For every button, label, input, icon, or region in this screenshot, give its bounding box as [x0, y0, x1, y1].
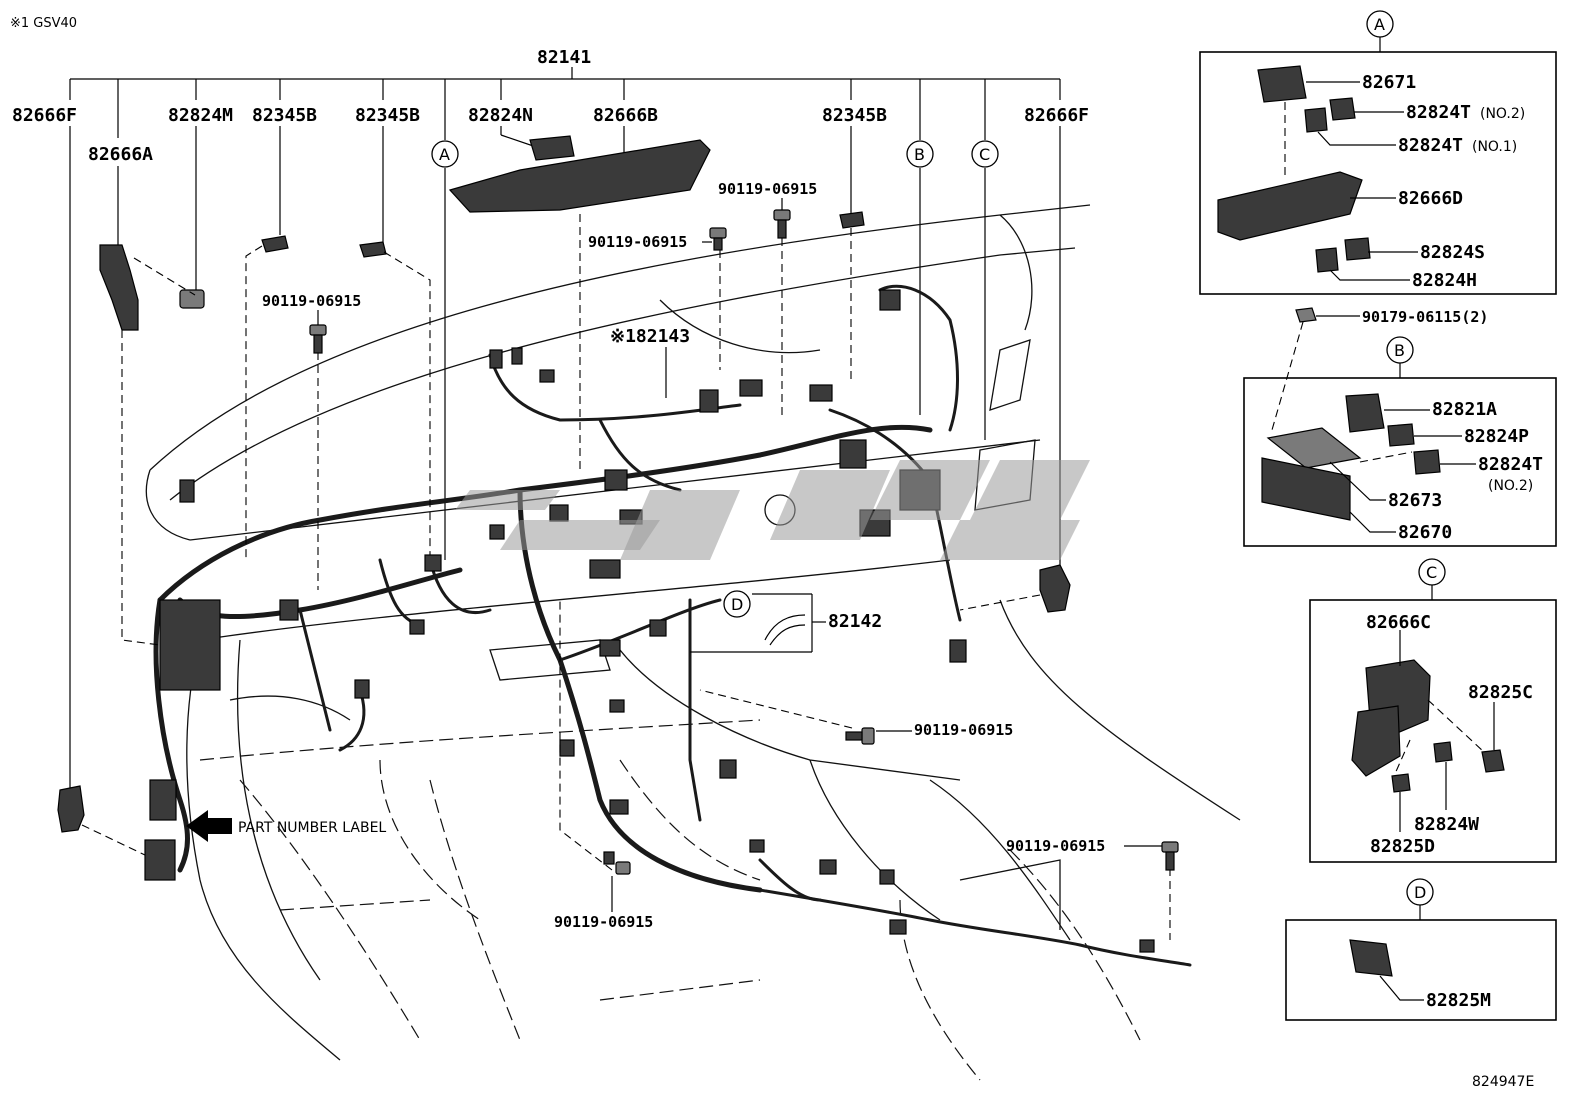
svg-text:D: D — [731, 595, 743, 614]
leader-82142 — [690, 593, 826, 653]
vehicle-body-outline — [145, 204, 1241, 1081]
detail-C-82824W[interactable]: 82824W — [1414, 814, 1479, 835]
bolt-icon-4[interactable] — [845, 727, 875, 745]
callout-C-main[interactable]: C — [971, 140, 999, 168]
label-82824N[interactable]: 82824N — [468, 105, 533, 126]
detail-callout-A[interactable]: A — [1366, 10, 1394, 52]
wire-harness[interactable] — [144, 284, 1192, 967]
detail-B-82673[interactable]: 82673 — [1388, 490, 1442, 511]
part-82666F-left[interactable] — [57, 785, 85, 833]
part-82666A-bracket[interactable] — [99, 244, 139, 331]
detail-D-parts[interactable] — [1349, 939, 1424, 1001]
part-82345B-clip-1[interactable] — [261, 235, 289, 253]
label-82666A[interactable]: 82666A — [88, 144, 153, 165]
detail-A-82824S[interactable]: 82824S — [1420, 242, 1485, 263]
bolt-icon-1[interactable] — [709, 227, 727, 251]
detail-callout-D[interactable]: D — [1406, 878, 1434, 920]
svg-text:D: D — [1414, 883, 1426, 902]
bolt-label-3[interactable]: 90119-06915 — [262, 292, 361, 310]
detail-D-82825M[interactable]: 82825M — [1426, 990, 1491, 1011]
detail-A-82824T-no1-note: (NO.1) — [1472, 139, 1517, 155]
bolt-label-1[interactable]: 90119-06915 — [718, 180, 817, 198]
detail-B-82824T[interactable]: 82824T — [1478, 454, 1543, 475]
clip-dash — [1271, 321, 1304, 431]
svg-text:B: B — [1394, 341, 1405, 360]
watermark-logo — [455, 460, 1090, 560]
label-82143[interactable]: ※182143 — [610, 326, 690, 347]
detail-A-82824H[interactable]: 82824H — [1412, 270, 1477, 291]
label-82666F-right[interactable]: 82666F — [1024, 105, 1089, 126]
detail-box-C — [1309, 599, 1557, 863]
main-harness-label[interactable]: 82141 — [537, 47, 591, 68]
part-number-label-arrow-icon — [186, 810, 232, 842]
detail-A-82824T-no2-note: (NO.2) — [1480, 106, 1525, 122]
label-82345B-3[interactable]: 82345B — [822, 105, 887, 126]
detail-C-leaders — [1399, 630, 1495, 832]
label-82142[interactable]: 82142 — [828, 611, 882, 632]
detail-B-82824T-note: (NO.2) — [1488, 478, 1533, 494]
label-82345B-2[interactable]: 82345B — [355, 105, 420, 126]
detail-A-leaders — [1306, 81, 1418, 281]
main-bracket — [69, 67, 1061, 140]
detail-C-parts[interactable] — [1351, 659, 1505, 793]
header-note: ※1 GSV40 — [10, 16, 77, 31]
callout-A-main[interactable]: A — [431, 140, 459, 168]
bolt-icon-5[interactable] — [603, 851, 631, 875]
svg-text:C: C — [979, 145, 990, 164]
clip-label[interactable]: 90179-06115(2) — [1362, 308, 1488, 326]
bolt-icon-2[interactable] — [773, 209, 791, 239]
detail-B-82670[interactable]: 82670 — [1398, 522, 1452, 543]
clip-icon[interactable] — [1295, 307, 1317, 323]
label-82824M[interactable]: 82824M — [168, 105, 233, 126]
detail-box-B — [1243, 377, 1557, 547]
detail-C-82666C[interactable]: 82666C — [1366, 612, 1431, 633]
label-82345B-1[interactable]: 82345B — [252, 105, 317, 126]
part-82824M-connector[interactable] — [179, 289, 205, 309]
assembly-dashes — [81, 214, 1171, 940]
label-82666F-left[interactable]: 82666F — [12, 105, 77, 126]
label-82666B[interactable]: 82666B — [593, 105, 658, 126]
detail-A-82824T-no2[interactable]: 82824T — [1406, 102, 1471, 123]
bolt-icon-3[interactable] — [309, 324, 327, 354]
detail-A-82671[interactable]: 82671 — [1362, 72, 1416, 93]
bolt-label-2[interactable]: 90119-06915 — [588, 233, 687, 251]
detail-B-82824P[interactable]: 82824P — [1464, 426, 1529, 447]
bolt-label-5[interactable]: 90119-06915 — [554, 913, 653, 931]
callout-B-main[interactable]: B — [906, 140, 934, 168]
bolt-label-4[interactable]: 90119-06915 — [914, 721, 1013, 739]
detail-box-D — [1285, 919, 1557, 1021]
detail-C-82825C[interactable]: 82825C — [1468, 682, 1533, 703]
part-82345B-clip-2[interactable] — [359, 241, 387, 258]
part-82824N-connector[interactable] — [529, 135, 575, 161]
svg-text:A: A — [439, 145, 450, 164]
part-82666B-bracket[interactable] — [448, 139, 711, 213]
detail-B-leaders — [1329, 409, 1476, 533]
callout-D-main[interactable]: D — [723, 590, 751, 618]
detail-A-82666D[interactable]: 82666D — [1398, 188, 1463, 209]
detail-B-parts[interactable] — [1261, 393, 1441, 521]
diagram-code: 824947E — [1472, 1074, 1534, 1090]
svg-text:B: B — [914, 145, 925, 164]
bolt-icon-6[interactable] — [1161, 841, 1179, 871]
part-82666F-right[interactable] — [1039, 564, 1071, 613]
svg-text:C: C — [1426, 563, 1437, 582]
bolt-label-6[interactable]: 90119-06915 — [1006, 837, 1105, 855]
svg-text:A: A — [1374, 15, 1385, 34]
detail-A-parts[interactable] — [1217, 65, 1371, 273]
part-82345B-clip-3[interactable] — [839, 211, 865, 229]
detail-box-A — [1199, 51, 1557, 295]
detail-callout-B[interactable]: B — [1386, 336, 1414, 378]
detail-C-82825D[interactable]: 82825D — [1370, 836, 1435, 857]
detail-B-82821A[interactable]: 82821A — [1432, 399, 1497, 420]
detail-A-82824T-no1[interactable]: 82824T — [1398, 135, 1463, 156]
detail-callout-C[interactable]: C — [1418, 558, 1446, 600]
part-number-label-text: PART NUMBER LABEL — [238, 820, 386, 836]
